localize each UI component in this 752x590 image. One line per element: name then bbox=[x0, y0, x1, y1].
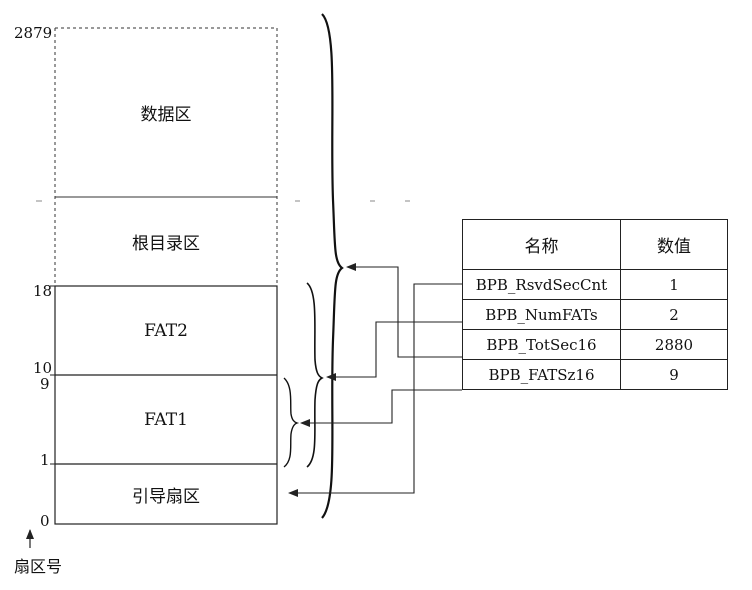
table-row: BPB_RsvdSecCnt 1 bbox=[462, 269, 728, 300]
table-row: BPB_FATSz16 9 bbox=[462, 359, 728, 390]
fatsz16-connector bbox=[300, 389, 462, 427]
sector-ticks bbox=[50, 285, 55, 465]
boot-sector-region-label: 引导扇区 bbox=[132, 486, 200, 507]
totsec16-connector bbox=[346, 263, 462, 358]
rsvdseccnt-connector bbox=[288, 283, 462, 497]
row-value-numfats: 2 bbox=[620, 299, 728, 330]
data-region-label: 数据区 bbox=[140, 105, 192, 125]
sector-label-18: 18 bbox=[33, 282, 53, 300]
row-value-fatsz16: 9 bbox=[620, 359, 728, 390]
sector-axis-label: 扇区号 bbox=[14, 557, 63, 576]
sector-label-10: 10 bbox=[33, 359, 53, 377]
table-row: BPB_NumFATs 2 bbox=[462, 299, 728, 330]
bpb-table-header-row: 名称 数值 bbox=[462, 219, 728, 270]
bpb-table: 名称 数值 BPB_RsvdSecCnt 1 BPB_NumFATs 2 BPB… bbox=[462, 219, 728, 390]
fat2-region-label: FAT2 bbox=[144, 320, 188, 341]
row-name-numfats: BPB_NumFATs bbox=[462, 299, 621, 330]
header-name: 名称 bbox=[462, 219, 621, 270]
numfats-connector bbox=[326, 321, 462, 381]
fat1-region-label: FAT1 bbox=[144, 409, 188, 430]
sector-label-2879: 2879 bbox=[14, 24, 53, 42]
whole-disk-brace bbox=[321, 13, 344, 519]
sector-label-1: 1 bbox=[40, 451, 50, 469]
row-value-totsec16: 2880 bbox=[620, 329, 728, 360]
header-value: 数值 bbox=[620, 219, 728, 270]
root-dir-region-label: 根目录区 bbox=[132, 234, 200, 254]
sector-label-9: 9 bbox=[40, 375, 50, 393]
row-name-totsec16: BPB_TotSec16 bbox=[462, 329, 621, 360]
solid-sector-frame bbox=[54, 285, 278, 525]
row-name-rsvdseccnt: BPB_RsvdSecCnt bbox=[462, 269, 621, 300]
sector-label-0: 0 bbox=[40, 512, 50, 530]
data-root-dashed-frame bbox=[54, 27, 278, 286]
table-row: BPB_TotSec16 2880 bbox=[462, 329, 728, 360]
connector-lines bbox=[288, 263, 462, 497]
fat-region-brace bbox=[306, 282, 324, 468]
fat1-brace bbox=[283, 377, 300, 468]
row-value-rsvdseccnt: 1 bbox=[620, 269, 728, 300]
row-name-fatsz16: BPB_FATSz16 bbox=[462, 359, 621, 390]
